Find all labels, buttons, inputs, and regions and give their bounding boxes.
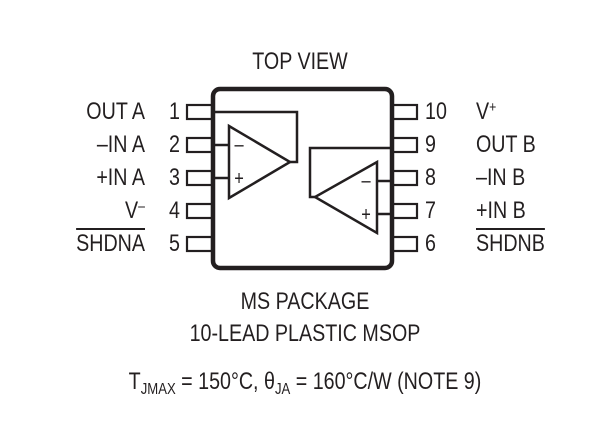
pin-4-lead bbox=[185, 202, 214, 220]
theta-subscript: JA bbox=[274, 381, 291, 398]
pin-6-name: SHDNB bbox=[476, 230, 545, 257]
top-view-title: TOP VIEW bbox=[252, 48, 348, 75]
pin-2-number: 2 bbox=[169, 131, 180, 158]
pin-8-name: –IN B bbox=[476, 164, 526, 191]
pin-1-name: OUT A bbox=[86, 98, 145, 125]
pin-10-name: V+ bbox=[476, 98, 497, 125]
opamp-b-symbol bbox=[312, 159, 379, 236]
pin-9-name: OUT B bbox=[476, 131, 536, 158]
pin-9-number: 9 bbox=[425, 131, 436, 158]
pin-1-number: 1 bbox=[169, 98, 180, 125]
pin-5-number: 5 bbox=[169, 230, 180, 257]
pin-6-lead bbox=[390, 235, 419, 253]
package-body bbox=[210, 86, 395, 271]
package-description: 10-LEAD PLASTIC MSOP bbox=[189, 320, 421, 347]
opamp-b-feedback bbox=[308, 146, 390, 199]
opamp-b-minus-sign: – bbox=[361, 170, 371, 192]
tj-subscript: JMAX bbox=[140, 381, 176, 398]
theta-value: = 160°C/W (NOTE 9) bbox=[290, 368, 482, 395]
pin-2-lead bbox=[185, 136, 214, 154]
pin-7-name: +IN B bbox=[476, 197, 526, 224]
opamp-a-plus-sign: + bbox=[234, 168, 244, 190]
pin-5-lead bbox=[185, 235, 214, 253]
pin-4-number: 4 bbox=[169, 197, 180, 224]
pin-3-name: +IN A bbox=[96, 164, 145, 191]
pin-8-lead bbox=[390, 169, 419, 187]
thermal-specs: TJMAX = 150°C, θJA = 160°C/W (NOTE 9) bbox=[80, 368, 531, 399]
pin-9-lead bbox=[390, 136, 419, 154]
pin-7-number: 7 bbox=[425, 197, 436, 224]
opamp-a-feedback bbox=[215, 110, 299, 164]
pin-6-number: 6 bbox=[425, 230, 436, 257]
tj-symbol: T bbox=[128, 368, 141, 395]
pin-10-lead bbox=[390, 103, 419, 121]
package-name: MS PACKAGE bbox=[240, 288, 370, 315]
pin-10-number: 10 bbox=[425, 98, 447, 125]
pin-3-number: 3 bbox=[169, 164, 180, 191]
pin-7-lead bbox=[390, 202, 419, 220]
pin-5-name: SHDNA bbox=[76, 230, 145, 257]
opamp-a-minus-sign: – bbox=[234, 134, 244, 156]
pin-8-number: 8 bbox=[425, 164, 436, 191]
opamp-b-plus-sign: + bbox=[361, 204, 371, 226]
pin-4-name: V– bbox=[125, 197, 145, 224]
theta-symbol: θ bbox=[264, 368, 275, 395]
pin-2-name: –IN A bbox=[96, 131, 145, 158]
tj-value: = 150°C, bbox=[175, 368, 264, 395]
pin-3-lead bbox=[185, 169, 214, 187]
pin-1-lead bbox=[185, 103, 214, 121]
opamp-a-symbol bbox=[227, 123, 293, 201]
